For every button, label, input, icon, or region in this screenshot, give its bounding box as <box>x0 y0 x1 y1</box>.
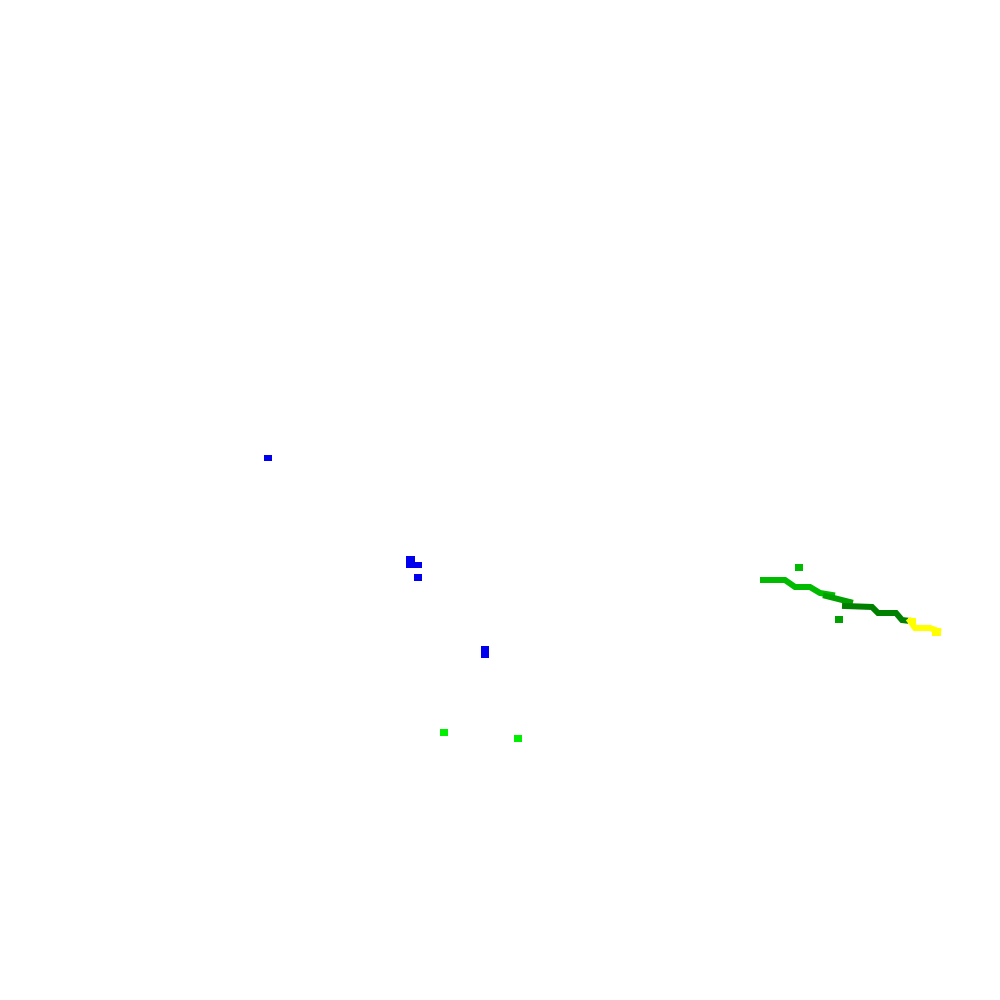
trail-segment-3 <box>841 602 914 625</box>
trail-segment-3-line <box>841 602 914 625</box>
blue-mark-3-pixel <box>414 574 422 581</box>
trail-segment-1-line <box>760 577 836 599</box>
trail-segment-4-pixel <box>932 628 941 636</box>
green-mark-1 <box>440 729 448 736</box>
green-mark-3-pixel <box>795 564 803 571</box>
trail-segment-2-line <box>822 592 854 606</box>
green-mark-1-pixel <box>440 729 448 736</box>
blue-mark-3 <box>414 574 422 581</box>
blue-mark-1-pixel <box>264 455 272 461</box>
blue-mark-2 <box>406 556 422 568</box>
blue-mark-1 <box>264 455 272 461</box>
blue-mark-4-pixel <box>481 646 489 652</box>
blue-mark-2-pixel <box>413 562 422 568</box>
blue-mark-5-pixel <box>481 651 489 658</box>
blue-mark-2-pixel <box>406 556 415 568</box>
green-mark-3 <box>795 564 803 571</box>
trail-segment-2 <box>822 592 854 606</box>
trail-segment-4-pixel <box>908 618 916 624</box>
green-mark-2-pixel <box>514 735 522 742</box>
green-mark-4 <box>835 616 843 623</box>
trail-segment-1 <box>760 577 836 599</box>
trail-segment-4 <box>905 616 942 636</box>
blue-mark-4 <box>481 646 489 652</box>
green-mark-2 <box>514 735 522 742</box>
green-mark-4-pixel <box>835 616 843 623</box>
blue-mark-5 <box>481 651 489 658</box>
